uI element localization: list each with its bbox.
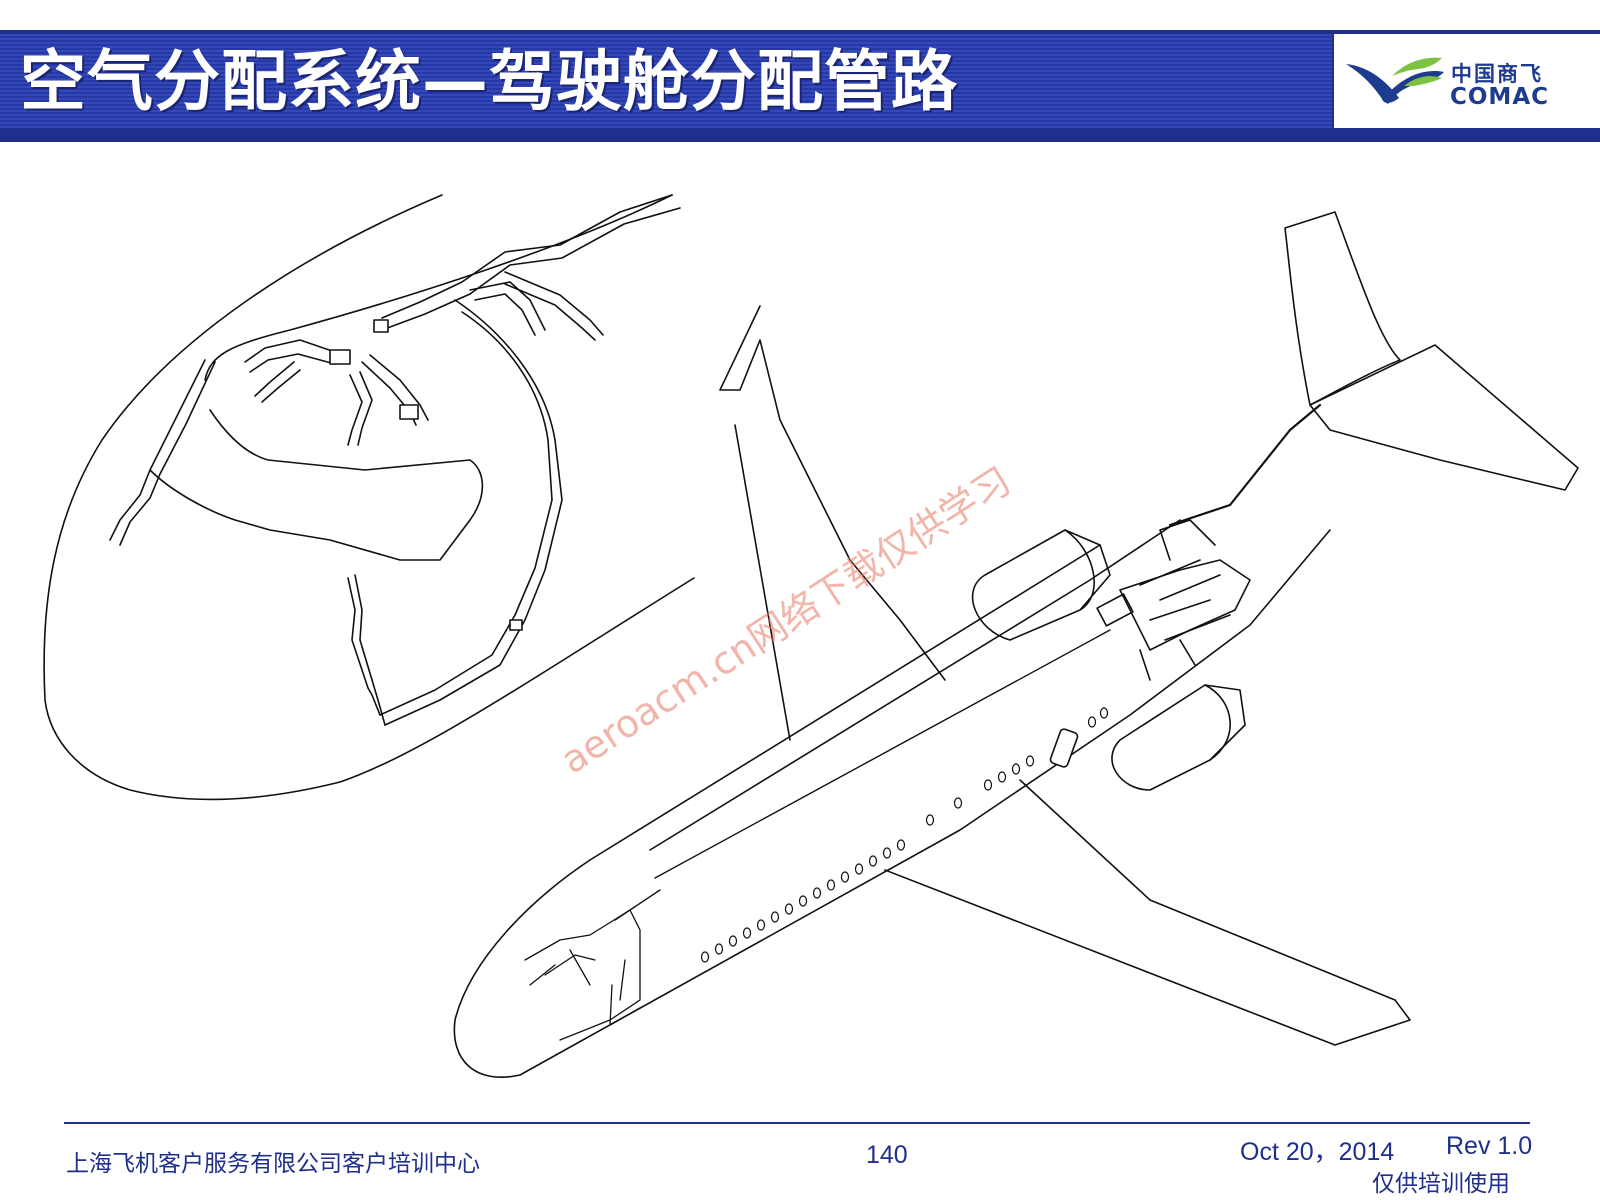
title-bar xyxy=(0,34,1332,128)
duct-branch-c xyxy=(504,271,604,341)
footer-training-note: 仅供培训使用 xyxy=(1372,1171,1510,1197)
windshield-outline xyxy=(149,409,484,561)
footer-revision: Rev 1.0 xyxy=(1446,1132,1533,1160)
wing-upper-left xyxy=(719,305,946,741)
duct-left-down xyxy=(109,359,216,546)
duct-main-upper xyxy=(381,194,673,319)
duct-clamp-1 xyxy=(373,319,389,333)
footer-organization: 上海飞机客户服务有限公司客户培训中心 xyxy=(66,1151,480,1177)
logo-text-en: COMAC xyxy=(1450,84,1549,110)
engine-lower xyxy=(1111,684,1231,791)
cockpit-duct-small xyxy=(524,909,641,1041)
slide-title: 空气分配系统—驾驶舱分配管路 xyxy=(20,43,958,120)
fuselage-duct-run xyxy=(614,629,1111,921)
duct-branch-e xyxy=(347,371,373,446)
duct-main-lower xyxy=(381,207,681,331)
duct-right-loop xyxy=(379,299,563,726)
comac-logo: 中国商飞 COMAC xyxy=(1334,34,1600,128)
duct-clamp-3 xyxy=(399,404,419,420)
fuselage-outline xyxy=(453,529,1331,1078)
footer-date: Oct 20，2014 xyxy=(1240,1138,1395,1166)
engine-upper xyxy=(971,529,1095,641)
passenger-door xyxy=(1049,728,1079,768)
duct-clamp-4 xyxy=(509,619,523,631)
footer-divider xyxy=(64,1122,1530,1124)
nose-outline-upper xyxy=(43,194,695,801)
engine-fan-lower xyxy=(1204,684,1246,761)
rear-pack-assembly xyxy=(1096,519,1251,681)
fuselage-crown xyxy=(649,519,1181,851)
engine-fan-upper xyxy=(1064,529,1111,611)
rear-duct-run xyxy=(1168,403,1322,527)
aircraft-overview-illustration xyxy=(453,211,1579,1078)
logo-text-cn: 中国商飞 xyxy=(1451,62,1543,86)
figure-area: aeroacm.cn网络下载仅供学习 xyxy=(0,150,1600,1090)
duct-branch-f xyxy=(254,361,301,403)
page-number: 140 xyxy=(866,1141,908,1169)
comac-logo-icon xyxy=(1346,57,1444,104)
horizontal-stabilizer xyxy=(1309,344,1579,491)
duct-branch-a xyxy=(244,339,336,373)
nose-outline-inner xyxy=(204,194,673,381)
duct-lower-return xyxy=(347,574,386,726)
cabin-windows xyxy=(700,707,1109,963)
cockpit-detail-illustration xyxy=(43,194,695,801)
duct-clamp-2 xyxy=(329,349,351,365)
tail-fin xyxy=(1284,211,1401,406)
wing-lower-right xyxy=(884,779,1411,1046)
